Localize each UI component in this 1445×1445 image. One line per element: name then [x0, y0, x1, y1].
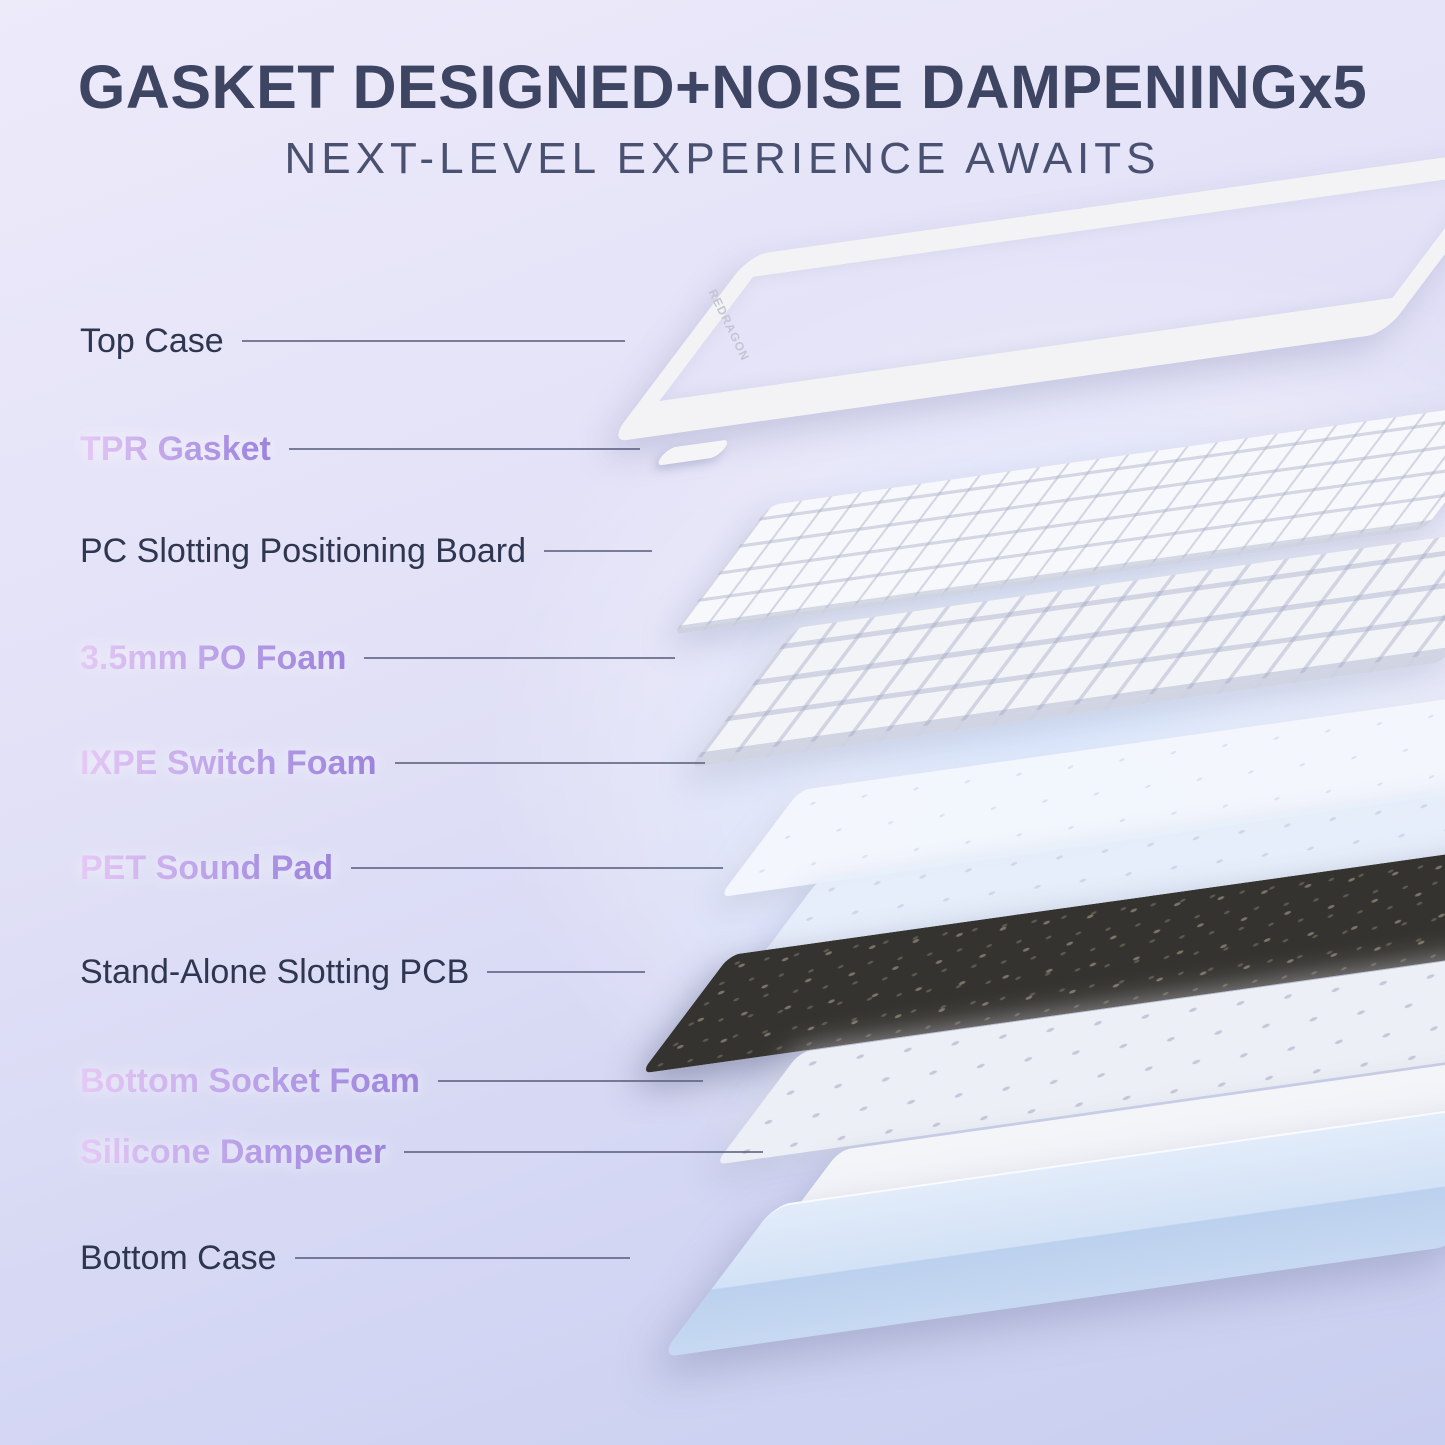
label-row-pcb: Stand-Alone Slotting PCB — [80, 950, 645, 994]
page-title: GASKET DESIGNED+NOISE DAMPENINGx5 — [77, 53, 1368, 121]
label-pet-sound-pad: PET Sound Pad — [80, 849, 334, 887]
leader-line-bottom-case — [294, 1257, 630, 1259]
label-row-positioning-board: PC Slotting Positioning Board — [80, 529, 652, 573]
label-row-silicone-dampener: Silicone Dampener — [80, 1130, 763, 1174]
label-bottom-case: Bottom Case — [80, 1239, 277, 1277]
leader-line-po-foam — [364, 657, 675, 659]
label-tpr-gasket: TPR Gasket — [80, 430, 271, 468]
label-silicone-dampener: Silicone Dampener — [80, 1133, 387, 1171]
leader-line-pcb — [487, 971, 645, 973]
label-positioning-board: PC Slotting Positioning Board — [80, 532, 527, 570]
label-ixpe-switch-foam: IXPE Switch Foam — [80, 744, 377, 782]
leader-line-ixpe-switch-foam — [394, 762, 705, 764]
header: GASKET DESIGNED+NOISE DAMPENINGx5 NEXT-L… — [0, 52, 1445, 184]
leader-line-top-case — [241, 340, 625, 342]
label-row-bottom-case: Bottom Case — [80, 1236, 630, 1280]
leader-line-tpr-gasket — [288, 448, 640, 450]
label-row-bottom-socket-foam: Bottom Socket Foam — [80, 1059, 703, 1103]
label-bottom-socket-foam: Bottom Socket Foam — [80, 1062, 421, 1100]
label-po-foam: 3.5mm PO Foam — [80, 639, 347, 677]
leader-line-bottom-socket-foam — [438, 1080, 703, 1082]
page-subtitle: NEXT-LEVEL EXPERIENCE AWAITS — [284, 134, 1161, 183]
label-top-case: Top Case — [80, 322, 224, 360]
label-row-po-foam: 3.5mm PO Foam — [80, 636, 675, 680]
label-row-pet-sound-pad: PET Sound Pad — [80, 846, 723, 890]
label-pcb: Stand-Alone Slotting PCB — [80, 953, 470, 991]
label-row-tpr-gasket: TPR Gasket — [80, 427, 640, 471]
leader-line-positioning-board — [544, 550, 652, 552]
label-row-top-case: Top Case — [80, 319, 625, 363]
label-row-ixpe-switch-foam: IXPE Switch Foam — [80, 741, 705, 785]
leader-line-silicone-dampener — [404, 1151, 763, 1153]
leader-line-pet-sound-pad — [351, 867, 723, 869]
